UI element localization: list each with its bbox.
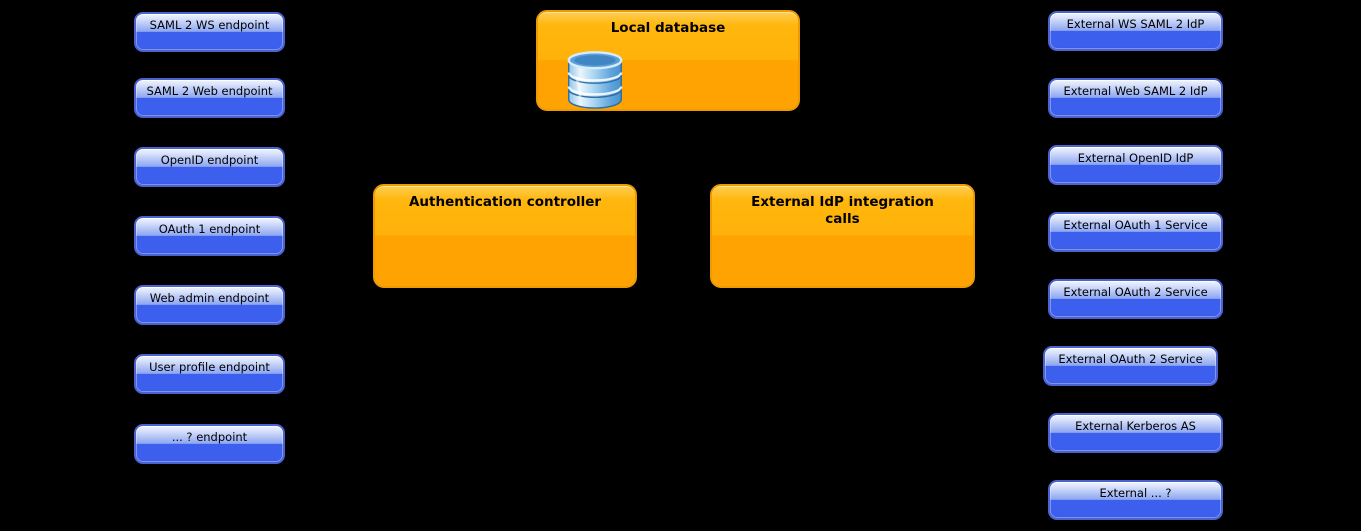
node-external-web-saml2-idp: External Web SAML 2 IdP bbox=[1048, 78, 1223, 118]
node-external-ws-saml2-idp: External WS SAML 2 IdP bbox=[1048, 11, 1223, 51]
node-external-oauth1-service: External OAuth 1 Service bbox=[1048, 212, 1223, 252]
node-label: External Web SAML 2 IdP bbox=[1063, 84, 1208, 98]
node-label: External OAuth 2 Service bbox=[1063, 285, 1208, 299]
node-web-admin-endpoint: Web admin endpoint bbox=[134, 285, 285, 325]
node-user-profile-endpoint: User profile endpoint bbox=[134, 354, 285, 394]
node-label: ... ? endpoint bbox=[171, 430, 248, 444]
node-saml2-web-endpoint: SAML 2 Web endpoint bbox=[134, 78, 285, 118]
node-saml2-ws-endpoint: SAML 2 WS endpoint bbox=[134, 12, 285, 52]
node-label: Web admin endpoint bbox=[149, 291, 270, 305]
node-openid-endpoint: OpenID endpoint bbox=[134, 147, 285, 187]
node-label: External OAuth 1 Service bbox=[1063, 218, 1208, 232]
node-label: External OpenID IdP bbox=[1077, 151, 1194, 165]
node-label: User profile endpoint bbox=[149, 360, 270, 374]
node-label: External WS SAML 2 IdP bbox=[1066, 17, 1205, 31]
node-label: OAuth 1 endpoint bbox=[158, 222, 261, 236]
node-external-oauth2-service: External OAuth 2 Service bbox=[1048, 279, 1223, 319]
node-label: External Kerberos AS bbox=[1075, 419, 1196, 433]
node-label: External ... ? bbox=[1099, 486, 1172, 500]
node-label: SAML 2 WS endpoint bbox=[149, 18, 270, 32]
node-title: Local database bbox=[610, 20, 726, 36]
node-other-endpoint: ... ? endpoint bbox=[134, 424, 285, 464]
node-external-openid-idp: External OpenID IdP bbox=[1048, 145, 1223, 185]
node-title: External IdP integration calls bbox=[751, 194, 934, 227]
node-title: Authentication controller bbox=[408, 194, 602, 210]
database-icon bbox=[567, 51, 623, 109]
node-label: SAML 2 Web endpoint bbox=[146, 84, 273, 98]
node-external-idp-integration-calls: External IdP integration calls bbox=[710, 184, 975, 288]
node-local-database: Local database bbox=[536, 10, 800, 111]
node-label: OpenID endpoint bbox=[160, 153, 259, 167]
node-external-other: External ... ? bbox=[1048, 480, 1223, 520]
node-external-kerberos-as: External Kerberos AS bbox=[1048, 413, 1223, 453]
node-authentication-controller: Authentication controller bbox=[373, 184, 637, 288]
node-external-oauth2-service-2: External OAuth 2 Service bbox=[1043, 346, 1218, 386]
node-oauth1-endpoint: OAuth 1 endpoint bbox=[134, 216, 285, 256]
node-label: External OAuth 2 Service bbox=[1058, 352, 1203, 366]
